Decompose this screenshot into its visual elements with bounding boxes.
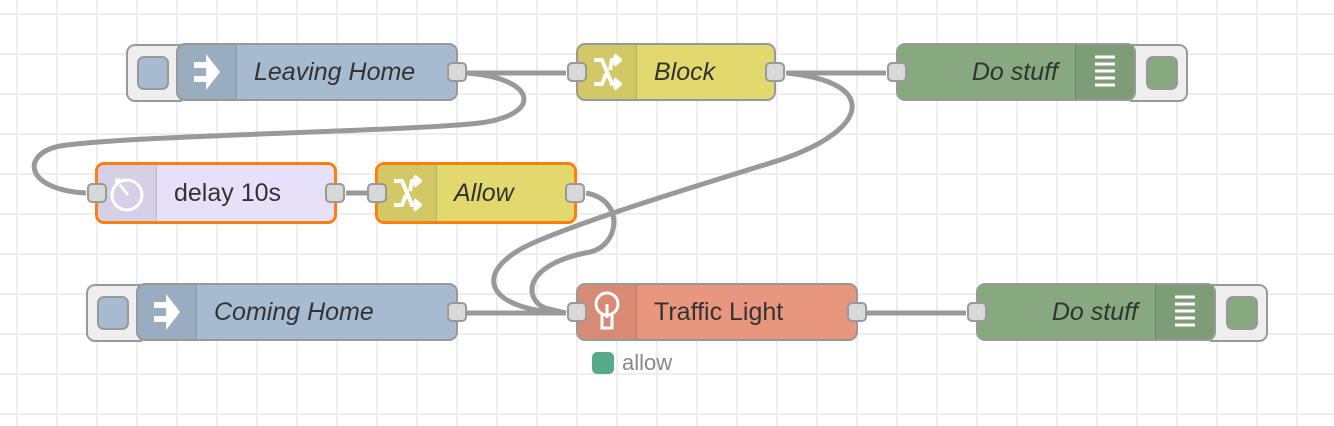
node-label: delay 10s	[174, 178, 282, 207]
wire-allow-traffic[interactable]	[529, 190, 617, 316]
output-port[interactable]	[847, 302, 867, 322]
shuffle-icon	[578, 45, 637, 99]
node-coming-home[interactable]: Coming Home	[136, 283, 467, 341]
debug-toggle-button[interactable]	[1130, 44, 1188, 102]
list-icon	[1155, 285, 1214, 339]
wire-leaving-delay[interactable]	[31, 70, 527, 196]
output-port[interactable]	[447, 62, 467, 82]
node-label: Leaving Home	[254, 57, 416, 86]
status-text: allow	[622, 350, 673, 375]
node-label: Block	[654, 57, 716, 86]
node-traffic-light[interactable]: Traffic Light	[567, 283, 867, 341]
input-port[interactable]	[567, 62, 587, 82]
node-do-stuff-1[interactable]: Do stuff	[887, 43, 1136, 101]
inject-button[interactable]	[86, 284, 142, 342]
debug-toggle-button[interactable]	[1210, 284, 1268, 342]
node-allow[interactable]: Allow	[367, 162, 585, 224]
output-port[interactable]	[765, 62, 785, 82]
shuffle-icon	[378, 165, 437, 221]
arrow-in-icon	[178, 45, 237, 99]
node-label: Do stuff	[1051, 297, 1138, 326]
lightbulb-icon	[578, 285, 637, 339]
inject-button[interactable]	[126, 44, 182, 102]
input-port[interactable]	[367, 183, 387, 203]
node-status: allow	[592, 350, 672, 376]
list-icon	[1075, 45, 1134, 99]
arrow-in-icon	[138, 285, 197, 339]
node-delay[interactable]: delay 10s	[87, 162, 345, 224]
timer-icon	[98, 165, 157, 221]
input-port[interactable]	[887, 62, 907, 82]
node-label: Allow	[454, 178, 514, 207]
output-port[interactable]	[565, 183, 585, 203]
node-label: Do stuff	[971, 57, 1058, 86]
wire-block-traffic[interactable]	[491, 70, 855, 316]
node-label: Traffic Light	[654, 297, 784, 326]
output-port[interactable]	[325, 183, 345, 203]
input-port[interactable]	[567, 302, 587, 322]
node-block[interactable]: Block	[567, 43, 785, 101]
input-port[interactable]	[87, 183, 107, 203]
output-port[interactable]	[447, 302, 467, 322]
node-label: Coming Home	[214, 297, 374, 326]
status-dot-icon	[592, 352, 614, 374]
node-do-stuff-2[interactable]: Do stuff	[967, 283, 1216, 341]
node-leaving-home[interactable]: Leaving Home	[176, 43, 467, 101]
input-port[interactable]	[967, 302, 987, 322]
